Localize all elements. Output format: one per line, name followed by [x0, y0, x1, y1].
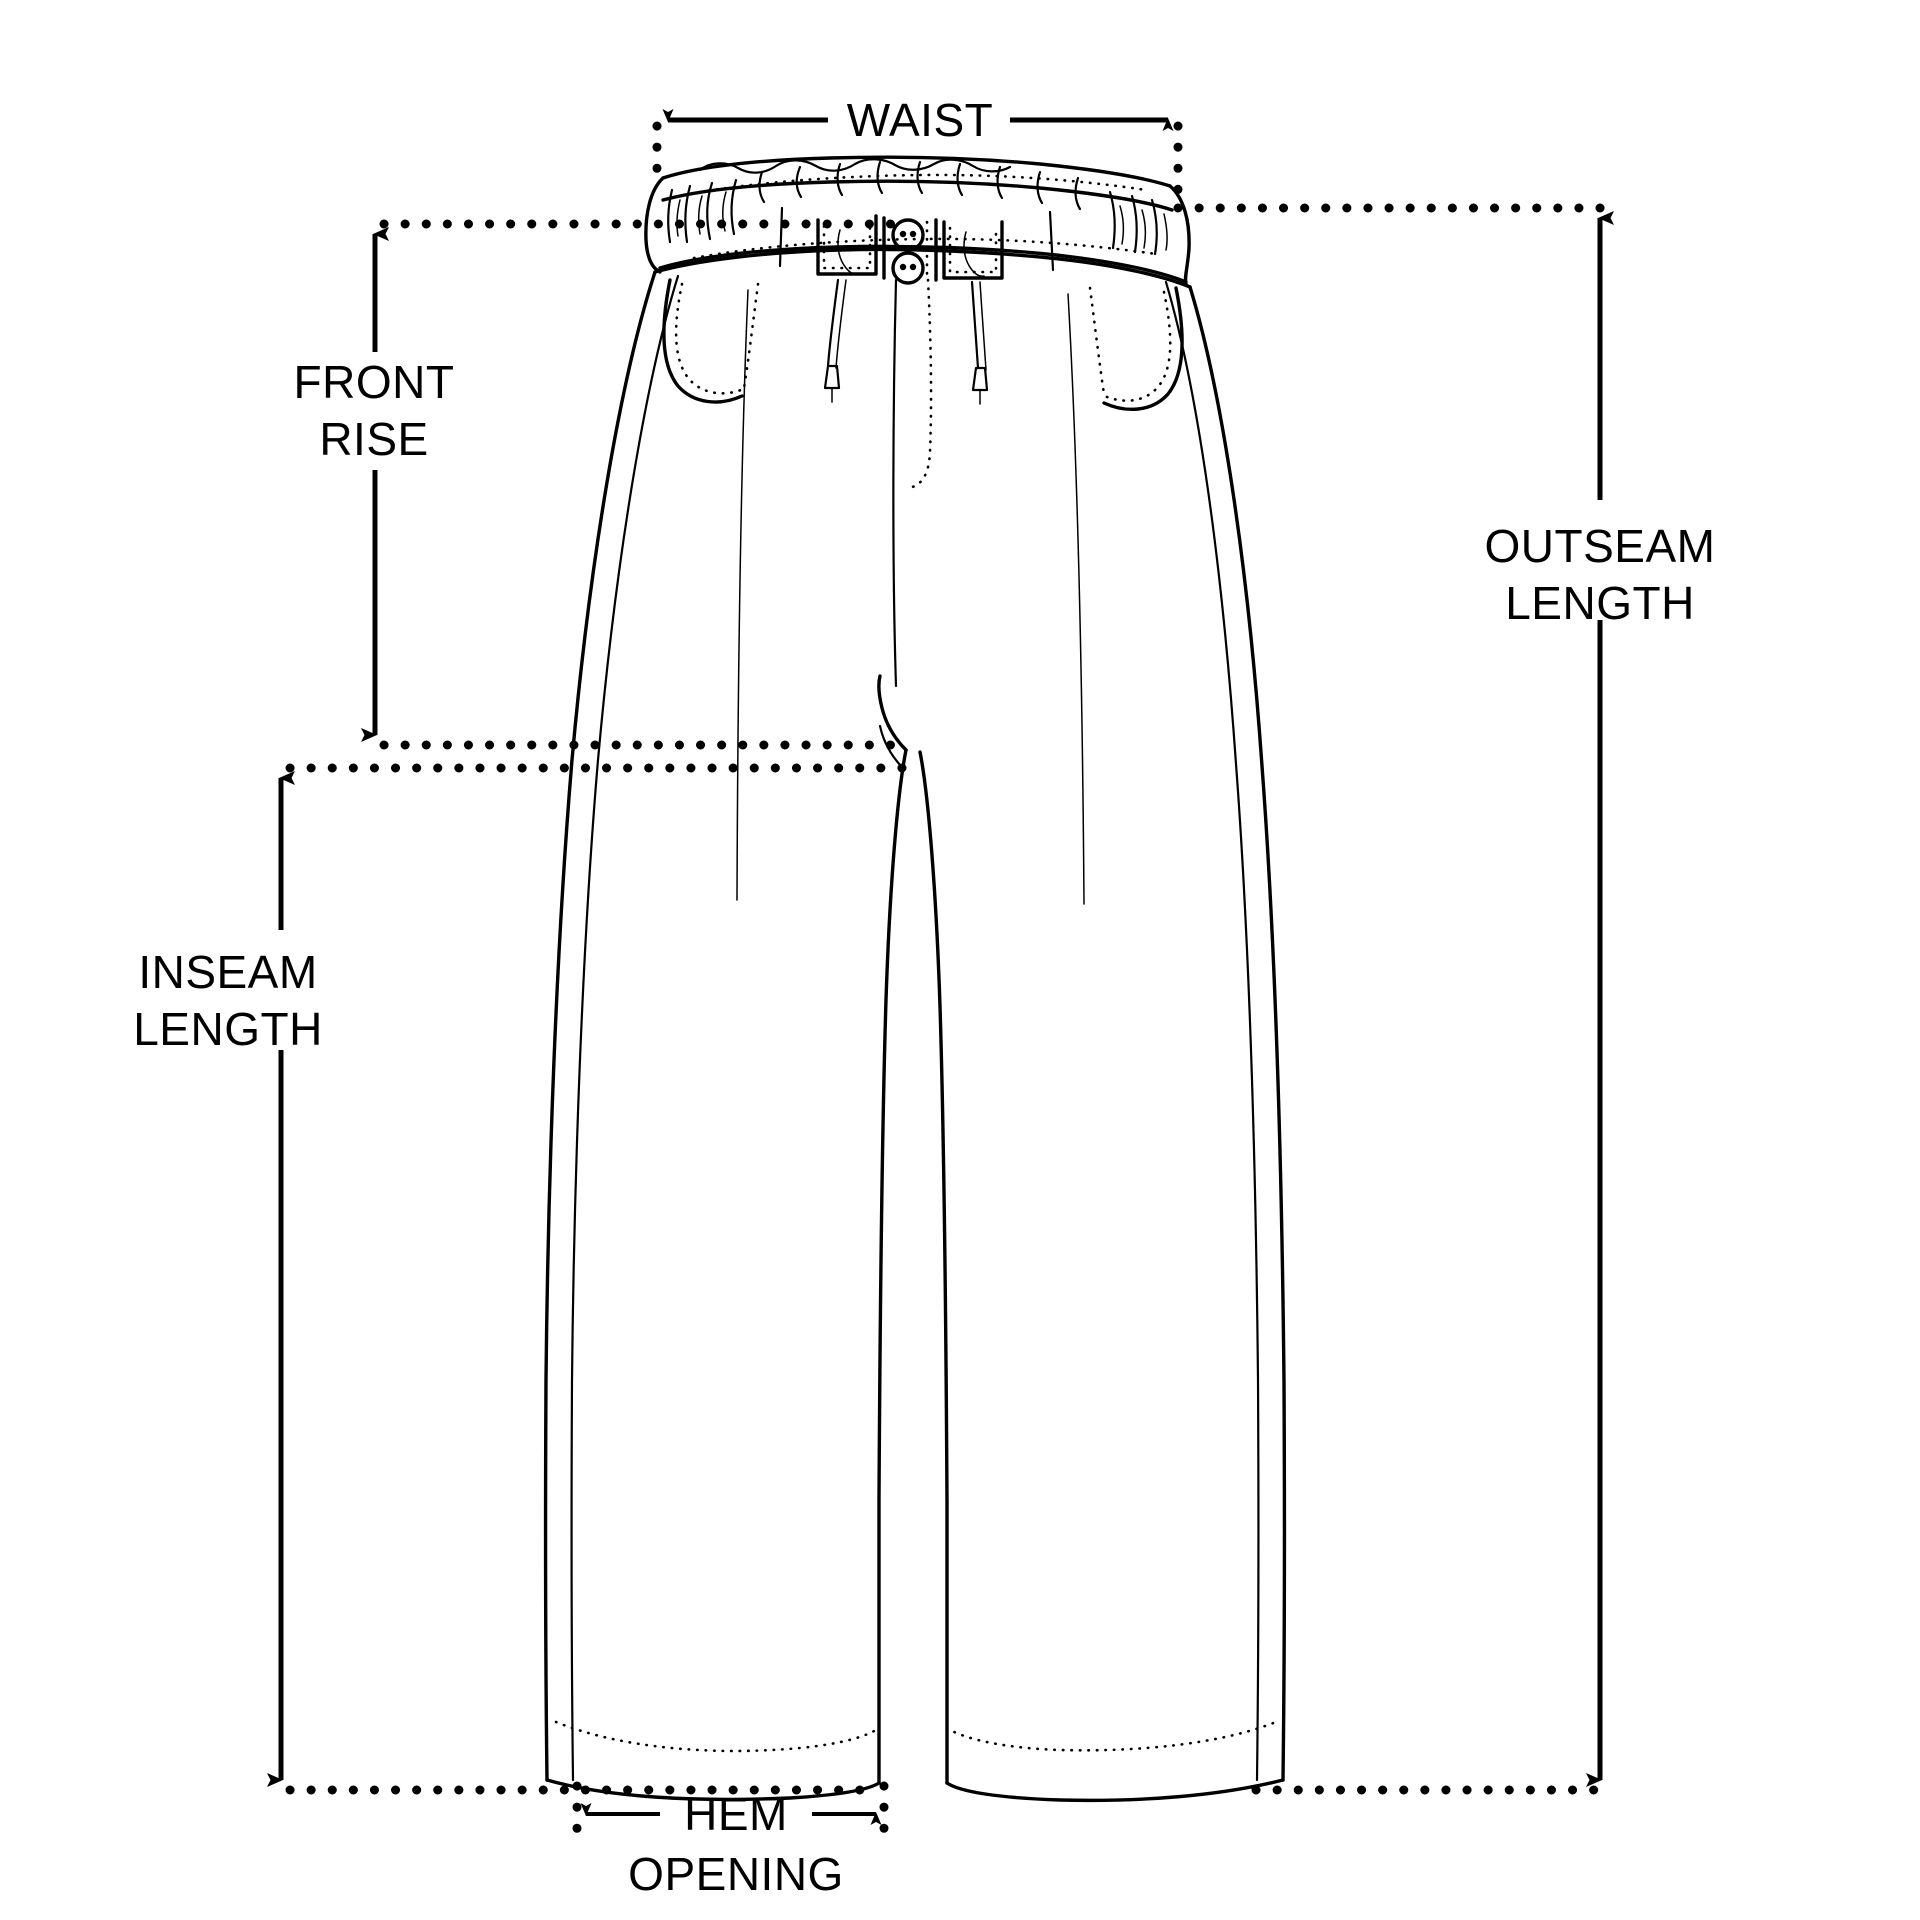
inseam-left-edge [877, 748, 908, 1785]
waistband-lower-outline [653, 247, 1192, 289]
outseam-right-outer [1188, 285, 1287, 1782]
waistband-gather-crest [698, 158, 1012, 174]
button-upper [891, 218, 925, 252]
waistband-seam-right [1048, 210, 1055, 272]
crease-right [1067, 293, 1085, 905]
pocket-right-stitch [1100, 290, 1172, 402]
crease-left [736, 289, 749, 901]
dimension-inseam-length: INSEAM LENGTH [133, 763, 910, 1795]
outseam-right-inner [1164, 280, 1260, 1782]
waistband-seam-left [778, 206, 784, 268]
waistband-topstitch-upper [698, 173, 1148, 194]
hem-left-cuff-line [554, 1720, 881, 1753]
belt-loop-left [816, 214, 878, 276]
dimension-front-rise: FRONT RISE [294, 219, 910, 750]
pants-body-group [543, 270, 1287, 1803]
fly-j-stitch [906, 278, 933, 490]
pocket-right-opening [1102, 286, 1184, 411]
waistband-left-cap [644, 176, 665, 274]
hem-right-bottom [945, 1778, 1285, 1803]
hem-label-line2: OPENING [628, 1848, 844, 1900]
dimension-hem-opening: HEM OPENING [572, 1781, 889, 1900]
drawstring-right [970, 280, 989, 405]
waistband-gathers-left [667, 178, 738, 244]
waistband-inner-top-line [661, 179, 1174, 212]
waist-label: WAIST [847, 94, 993, 146]
drawstring-left [823, 278, 847, 403]
center-front-rise-seam [892, 278, 898, 688]
waistband-group [644, 155, 1192, 289]
dimension-outseam-length: OUTSEAM LENGTH [1173, 203, 1716, 1795]
pocket-bag-right [1088, 286, 1106, 396]
front-rise-label-line2: RISE [319, 413, 428, 465]
waistband-gathers-top [758, 160, 1082, 211]
outseam-label-line2: LENGTH [1505, 577, 1695, 629]
waistband-right-cap [1168, 184, 1191, 286]
crotch-curve [877, 674, 908, 752]
pocket-bag-left [742, 282, 760, 390]
dimension-waist: WAIST [652, 94, 1183, 205]
outseam-label-line1: OUTSEAM [1485, 520, 1716, 572]
inseam-label-line1: INSEAM [138, 946, 317, 998]
hem-right-cuff-line [945, 1720, 1278, 1752]
front-rise-label-line1: FRONT [294, 356, 455, 408]
pocket-left-stitch [674, 282, 748, 395]
waistband-gathers-right [1108, 190, 1168, 256]
pocket-left-opening [662, 278, 744, 404]
outseam-left-inner [570, 274, 680, 1782]
hem-label-line1: HEM [684, 1788, 788, 1840]
inseam-label-line2: LENGTH [133, 1003, 323, 1055]
belt-loop-right [942, 220, 1004, 280]
outseam-left-outer [543, 270, 657, 1782]
inseam-right-edge [918, 750, 949, 1785]
button-lower [891, 251, 925, 285]
